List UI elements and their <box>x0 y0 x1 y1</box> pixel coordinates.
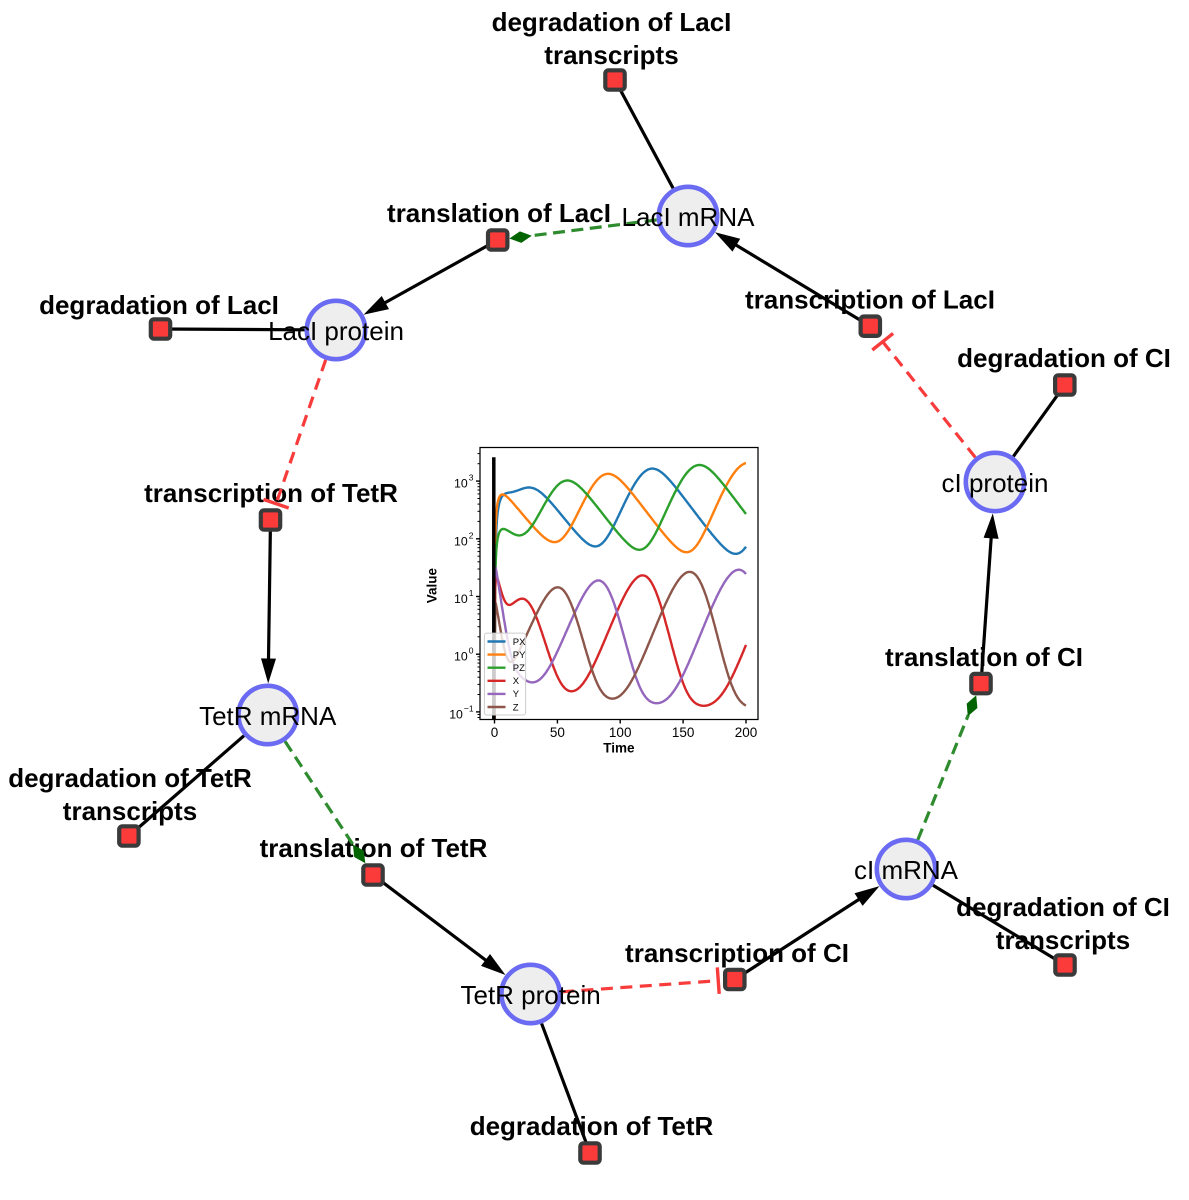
svg-text:Value: Value <box>425 567 440 603</box>
svg-text:translation of TetR: translation of TetR <box>260 833 488 863</box>
svg-text:LacI mRNA: LacI mRNA <box>622 202 756 232</box>
svg-text:transcripts: transcripts <box>544 40 678 70</box>
svg-text:Y: Y <box>513 689 520 700</box>
svg-text:PZ: PZ <box>513 663 525 674</box>
svg-text:3: 3 <box>469 473 474 483</box>
svg-text:degradation of LacI: degradation of LacI <box>492 7 732 37</box>
svg-text:cI mRNA: cI mRNA <box>854 855 959 885</box>
svg-text:degradation of LacI: degradation of LacI <box>39 290 279 320</box>
svg-text:translation of LacI: translation of LacI <box>387 198 611 228</box>
svg-text:50: 50 <box>550 725 565 740</box>
svg-text:10: 10 <box>454 477 468 491</box>
svg-text:0: 0 <box>491 725 499 740</box>
svg-text:TetR protein: TetR protein <box>461 980 601 1010</box>
svg-text:10: 10 <box>454 650 468 664</box>
svg-text:degradation of TetR: degradation of TetR <box>470 1111 714 1141</box>
svg-text:200: 200 <box>735 725 758 740</box>
svg-text:transcripts: transcripts <box>63 796 197 826</box>
svg-text:cI protein: cI protein <box>942 468 1049 498</box>
svg-text:X: X <box>513 676 520 687</box>
svg-text:degradation of CI: degradation of CI <box>957 343 1171 373</box>
svg-text:PX: PX <box>513 637 526 648</box>
svg-text:degradation of TetR: degradation of TetR <box>8 763 252 793</box>
svg-text:TetR mRNA: TetR mRNA <box>199 701 337 731</box>
svg-text:transcripts: transcripts <box>996 925 1130 955</box>
svg-text:150: 150 <box>672 725 695 740</box>
svg-text:2: 2 <box>469 530 474 540</box>
svg-text:Time: Time <box>603 741 635 756</box>
svg-text:100: 100 <box>609 725 632 740</box>
svg-text:Z: Z <box>513 702 519 713</box>
svg-text:10: 10 <box>454 534 468 548</box>
svg-text:transcription of LacI: transcription of LacI <box>745 284 995 314</box>
svg-text:degradation of CI: degradation of CI <box>956 892 1170 922</box>
svg-text:10: 10 <box>449 707 463 721</box>
svg-text:transcription of CI: transcription of CI <box>625 938 849 968</box>
svg-text:−1: −1 <box>464 703 474 713</box>
svg-text:0: 0 <box>469 646 474 656</box>
svg-text:1: 1 <box>469 588 474 598</box>
svg-text:PY: PY <box>513 650 526 661</box>
svg-text:10: 10 <box>454 592 468 606</box>
svg-text:LacI protein: LacI protein <box>268 316 404 346</box>
